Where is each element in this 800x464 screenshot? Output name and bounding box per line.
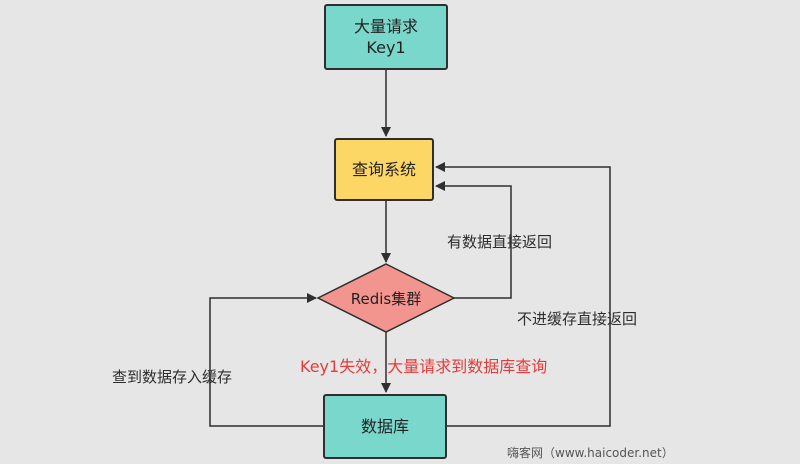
- arrow-database-return: [435, 162, 611, 427]
- redis-node-shape: [316, 263, 456, 333]
- request-node: 大量请求 Key1: [324, 4, 448, 70]
- arrow-redis-return: [435, 181, 512, 299]
- arrow-database-to-redis: [209, 293, 323, 427]
- redis-node-label: Redis集群: [350, 290, 422, 308]
- direct-return-label: 有数据直接返回: [447, 233, 553, 251]
- request-node-title: 大量请求: [353, 17, 418, 36]
- query-system-label: 查询系统: [351, 160, 416, 179]
- watermark: 嗨客网（www.haicoder.net）: [507, 446, 674, 460]
- database-label: 数据库: [360, 417, 409, 436]
- store-cache-label: 查到数据存入缓存: [112, 368, 233, 386]
- key-fail-label: Key1失效，大量请求到数据库查询: [300, 357, 548, 376]
- request-node-key: Key1: [366, 38, 406, 57]
- no-cache-return-label: 不进缓存直接返回: [517, 310, 638, 328]
- query-system-node: 查询系统: [334, 138, 434, 201]
- database-node: 数据库: [323, 394, 447, 459]
